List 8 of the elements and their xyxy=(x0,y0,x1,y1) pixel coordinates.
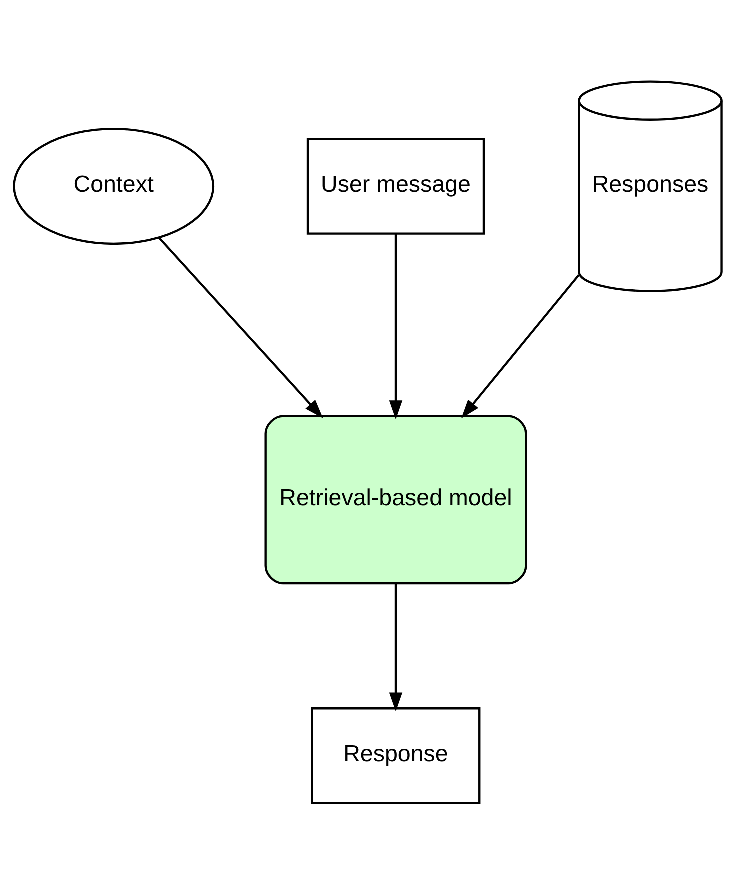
arrow xyxy=(461,274,580,418)
node-box: User message xyxy=(306,138,486,234)
node-box: Response xyxy=(311,707,481,804)
node-box: Retrieval-based model xyxy=(264,414,528,584)
arrow xyxy=(389,233,403,420)
arrow xyxy=(158,236,324,418)
arrow xyxy=(389,584,403,712)
node-ellipse: Context xyxy=(13,128,215,245)
